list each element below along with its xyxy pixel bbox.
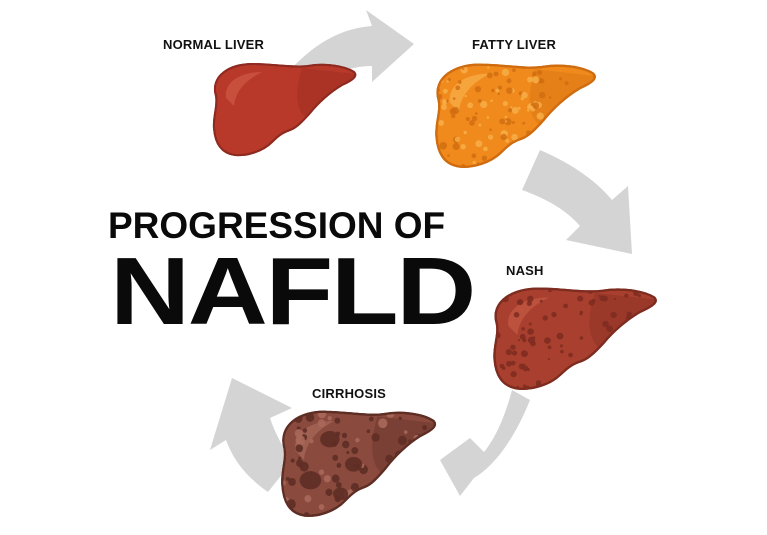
stage-label-nash: NASH bbox=[506, 263, 544, 278]
stage-cirrhosis: CIRRHOSIS bbox=[281, 386, 437, 517]
stage-label-normal-liver: NORMAL LIVER bbox=[163, 37, 265, 52]
liver-icon bbox=[493, 287, 657, 391]
stage-nash: NASH bbox=[493, 263, 657, 391]
liver-icon bbox=[281, 410, 437, 517]
diagram-title-line2: NAFLD bbox=[110, 238, 474, 345]
cycle-arrow-icon bbox=[210, 378, 292, 492]
liver-icon bbox=[212, 62, 357, 157]
stage-label-cirrhosis: CIRRHOSIS bbox=[312, 386, 386, 401]
stage-normal-liver: NORMAL LIVER bbox=[163, 37, 357, 157]
cycle-arrow-icon bbox=[440, 390, 530, 496]
liver-icon bbox=[435, 63, 596, 168]
diagram-title-line1: PROGRESSION OF bbox=[108, 205, 445, 246]
stage-fatty-liver: FATTY LIVER bbox=[435, 37, 596, 168]
stage-label-fatty-liver: FATTY LIVER bbox=[472, 37, 556, 52]
cycle-arrow-icon bbox=[522, 150, 632, 254]
